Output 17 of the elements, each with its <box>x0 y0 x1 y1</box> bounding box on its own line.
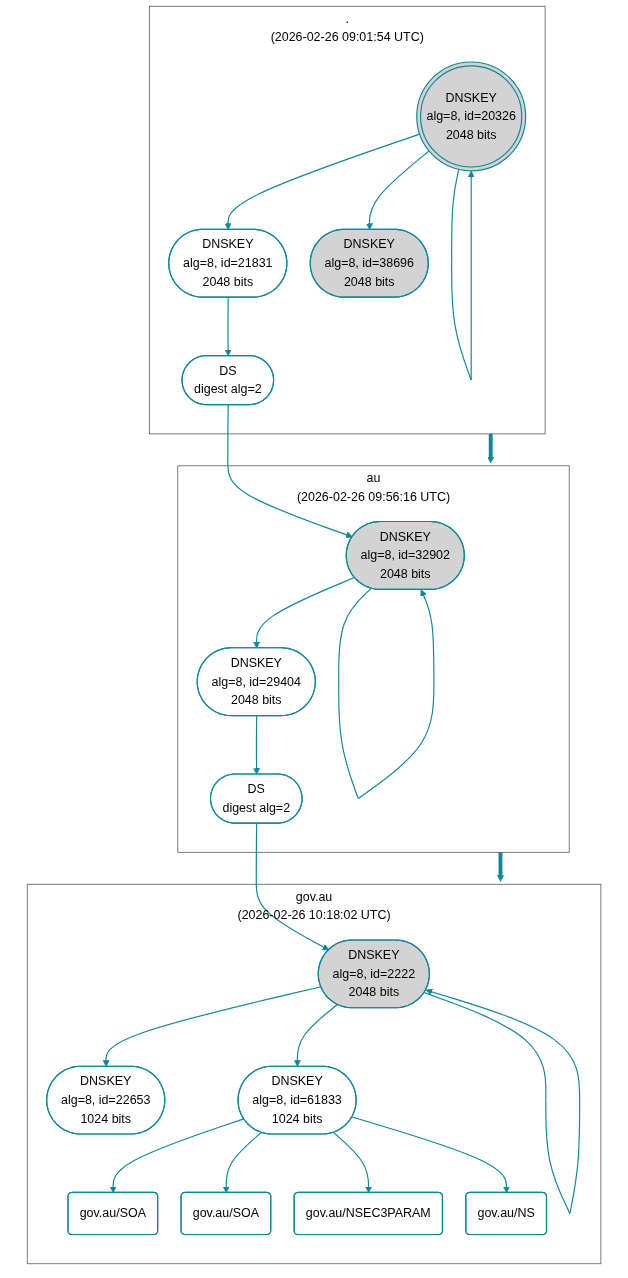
arrow <box>224 296 232 357</box>
arrow <box>366 150 430 231</box>
arrow <box>222 1131 262 1194</box>
arrow <box>487 433 495 464</box>
arrow <box>451 168 475 381</box>
arrow <box>253 576 355 649</box>
arrow <box>293 1004 338 1067</box>
arrow <box>497 852 504 882</box>
arrow <box>227 404 353 539</box>
arrow <box>109 1118 245 1194</box>
arrow <box>338 587 435 800</box>
arrow <box>332 1131 372 1194</box>
arrow <box>224 133 421 231</box>
arrow <box>351 1116 510 1194</box>
arrow <box>255 822 330 951</box>
arrow <box>423 988 581 1215</box>
arrow <box>253 715 260 775</box>
